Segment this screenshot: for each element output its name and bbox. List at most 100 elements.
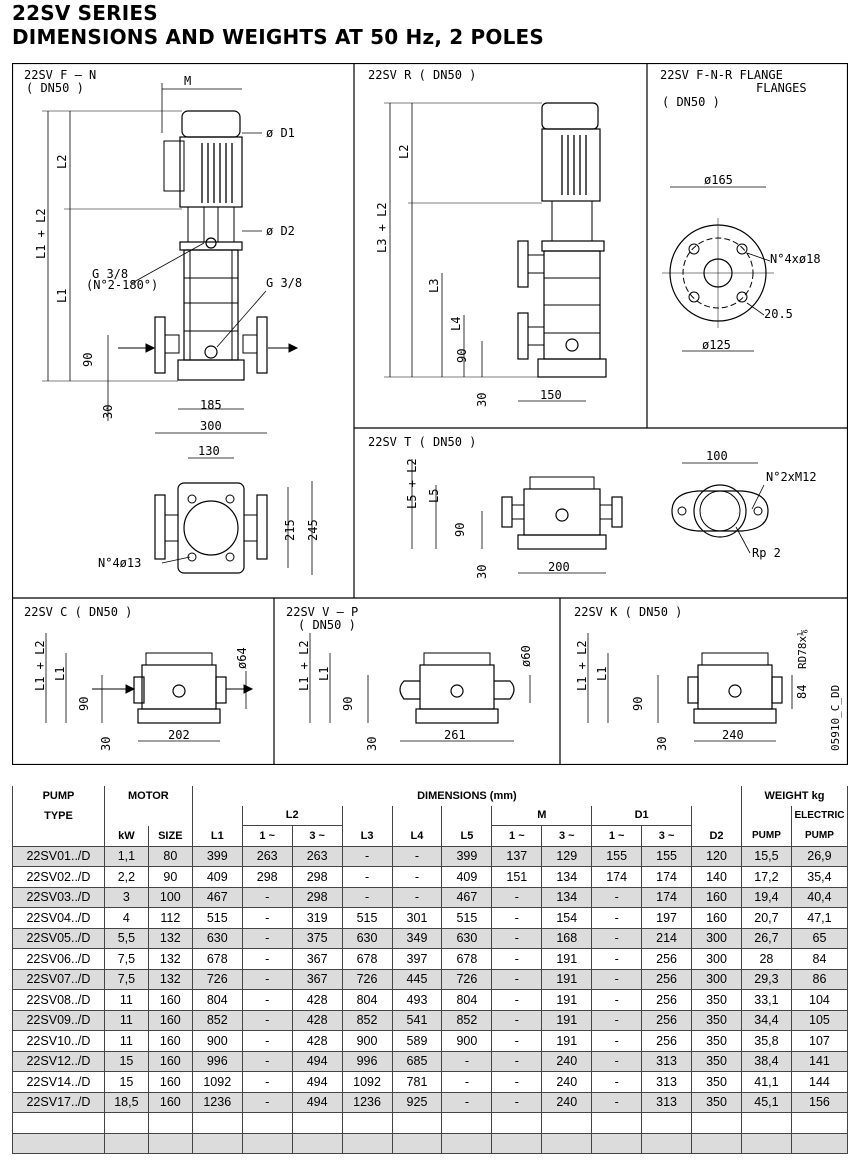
table-cell: 1236: [341, 1091, 393, 1113]
empty-cell: [241, 1112, 293, 1134]
table-cell: 445: [391, 968, 443, 990]
pump-type-cell: 22SV12../D: [12, 1050, 105, 1072]
table-cell: 112: [147, 907, 193, 929]
table-cell: 399: [441, 845, 493, 867]
table-cell: 301: [391, 907, 443, 929]
r-title: 22SV R ( DN50 ): [368, 68, 476, 82]
empty-row: [12, 1132, 849, 1154]
t-dim-l5: L5: [427, 489, 441, 503]
table-cell: 925: [391, 1091, 443, 1113]
table-cell: -: [491, 1091, 543, 1113]
table-cell: 900: [191, 1030, 243, 1052]
table-cell: 298: [241, 866, 293, 888]
table-cell: -: [591, 1071, 643, 1093]
t-dim-200: 200: [548, 560, 570, 574]
fn-dim-90: 90: [81, 353, 95, 367]
empty-cell: [241, 1132, 293, 1154]
table-cell: 191: [541, 1030, 593, 1052]
table-cell: 33,1: [740, 989, 792, 1011]
drawing-t: 22SV T ( DN50 ) L5 + L2 L5 90 30 200 100…: [368, 435, 817, 579]
pump-type-cell: 22SV09../D: [12, 1009, 105, 1031]
empty-cell: [147, 1132, 193, 1154]
table-cell: 726: [341, 968, 393, 990]
table-cell: 726: [191, 968, 243, 990]
table-cell: 852: [191, 1009, 243, 1031]
empty-cell: [740, 1132, 792, 1154]
table-cell: 137: [491, 845, 543, 867]
table-cell: -: [441, 1071, 493, 1093]
series-title: 22SV SERIES: [12, 1, 158, 25]
table-cell: 494: [291, 1091, 343, 1113]
table-cell: 174: [641, 866, 693, 888]
table-cell: 80: [147, 845, 193, 867]
flange-dim-205: 20.5: [764, 307, 793, 321]
c-dim-l1l2: L1 + L2: [33, 640, 47, 691]
page-subtitle: DIMENSIONS AND WEIGHTS AT 50 Hz, 2 POLES: [12, 25, 545, 49]
table-cell: 7,5: [103, 968, 149, 990]
table-cell: 900: [441, 1030, 493, 1052]
empty-cell: [147, 1112, 193, 1134]
fn-g38-b: G 3/8: [266, 276, 302, 290]
table-cell: -: [591, 968, 643, 990]
empty-cell: [441, 1112, 493, 1134]
table-cell: 493: [391, 989, 443, 1011]
table-cell: 298: [291, 866, 343, 888]
table-cell: 107: [790, 1030, 849, 1052]
table-cell: -: [491, 907, 543, 929]
table-cell: 160: [691, 886, 742, 908]
table-cell: 256: [641, 1009, 693, 1031]
empty-cell: [291, 1112, 343, 1134]
empty-cell: [641, 1112, 693, 1134]
table-cell: 240: [541, 1071, 593, 1093]
c-dim-l1: L1: [53, 667, 67, 681]
table-cell: 350: [691, 1071, 742, 1093]
header-l3: L3: [341, 825, 393, 847]
pump-type-cell: 22SV02../D: [12, 866, 105, 888]
table-cell: 313: [641, 1050, 693, 1072]
table-cell: -: [491, 1050, 543, 1072]
table-cell: 428: [291, 1030, 343, 1052]
table-cell: 1,1: [103, 845, 149, 867]
table-cell: 160: [147, 989, 193, 1011]
k-dim-84: 84: [795, 685, 809, 699]
table-cell: 26,9: [790, 845, 849, 867]
table-cell: 678: [191, 948, 243, 970]
header-d1-1: 1 ~: [591, 825, 643, 847]
drawing-vp: 22SV V – P ( DN50 ) L1 + L2 L1 90 30 261…: [286, 605, 533, 751]
vp-dim-l1: L1: [317, 667, 331, 681]
table-cell: 104: [790, 989, 849, 1011]
table-cell: 240: [541, 1050, 593, 1072]
table-cell: -: [491, 1009, 543, 1031]
fn-dim-l1: L1: [55, 289, 69, 303]
table-cell: 2,2: [103, 866, 149, 888]
table-cell: -: [591, 886, 643, 908]
header-size: SIZE: [147, 825, 193, 847]
t-dim-90: 90: [453, 523, 467, 537]
table-cell: 350: [691, 1030, 742, 1052]
empty-cell: [541, 1132, 593, 1154]
table-cell: 263: [291, 845, 343, 867]
table-cell: 515: [191, 907, 243, 929]
empty-cell: [641, 1132, 693, 1154]
flange-dim-125: ø125: [702, 338, 731, 352]
empty-cell: [341, 1112, 393, 1134]
table-cell: 35,4: [790, 866, 849, 888]
table-cell: 5,5: [103, 927, 149, 949]
header-dimensions: DIMENSIONS (mm): [191, 786, 742, 806]
empty-cell: [790, 1132, 849, 1154]
fn-dim-215: 215: [283, 519, 297, 541]
table-cell: 409: [191, 866, 243, 888]
table-cell: 397: [391, 948, 443, 970]
pump-type-cell: 22SV07../D: [12, 968, 105, 990]
table-cell: 804: [191, 989, 243, 1011]
r-dim-30: 30: [475, 393, 489, 407]
table-cell: 349: [391, 927, 443, 949]
table-cell: 300: [691, 968, 742, 990]
table-cell: -: [241, 1071, 293, 1093]
table-cell: 256: [641, 968, 693, 990]
table-cell: 256: [641, 989, 693, 1011]
table-cell: 467: [191, 886, 243, 908]
table-cell: 367: [291, 968, 343, 990]
